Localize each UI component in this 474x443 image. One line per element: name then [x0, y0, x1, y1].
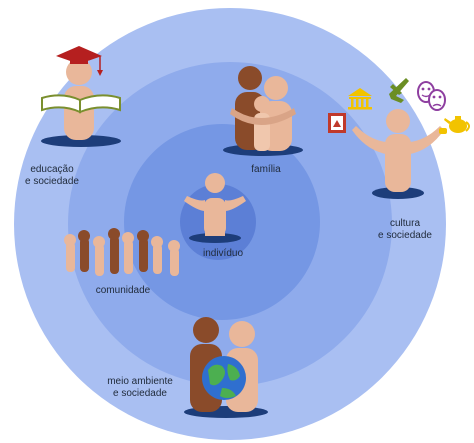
center-label: indivíduo	[203, 248, 243, 259]
painting-icon	[328, 113, 346, 133]
educacao-label-0: educação	[30, 164, 74, 175]
teapot-icon	[439, 116, 470, 134]
graduation-cap-icon	[56, 46, 103, 76]
individual-figure	[184, 173, 246, 243]
familia-label-0: família	[251, 164, 281, 175]
educacao-label-1: e sociedade	[25, 176, 79, 187]
community-hands	[64, 228, 180, 276]
environment-figure	[184, 317, 268, 418]
education-figure	[41, 46, 121, 147]
book-icon	[41, 94, 121, 114]
theater-masks-icon	[417, 81, 446, 111]
meio-ambiente-label-1: e sociedade	[113, 388, 167, 399]
culture-icons	[328, 78, 470, 134]
cultura-label-1: e sociedade	[378, 230, 432, 241]
meio-ambiente-label-0: meio ambiente	[107, 376, 173, 387]
comunidade-label-0: comunidade	[96, 285, 151, 296]
family-figure	[223, 66, 303, 156]
airplane-icon	[389, 78, 409, 103]
museum-icon	[348, 88, 372, 110]
globe-icon	[202, 356, 246, 400]
cultura-label-0: cultura	[390, 218, 420, 229]
culture-figure	[352, 109, 444, 199]
